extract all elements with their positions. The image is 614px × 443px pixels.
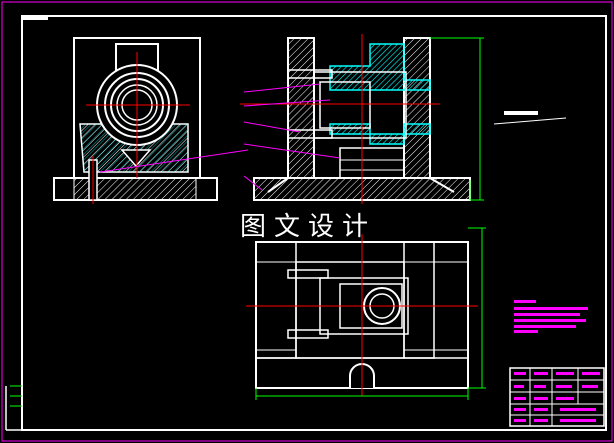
- inner-frame: [21, 15, 607, 431]
- title-block[interactable]: [509, 367, 605, 427]
- technical-notes: [514, 300, 588, 333]
- top-view: [246, 227, 486, 400]
- ucs-axis-icon: [5, 385, 22, 431]
- frame-tab: [22, 16, 48, 20]
- watermark-text: 图文设计: [240, 212, 377, 242]
- front-view: [53, 37, 218, 204]
- side-section-view: [99, 34, 567, 204]
